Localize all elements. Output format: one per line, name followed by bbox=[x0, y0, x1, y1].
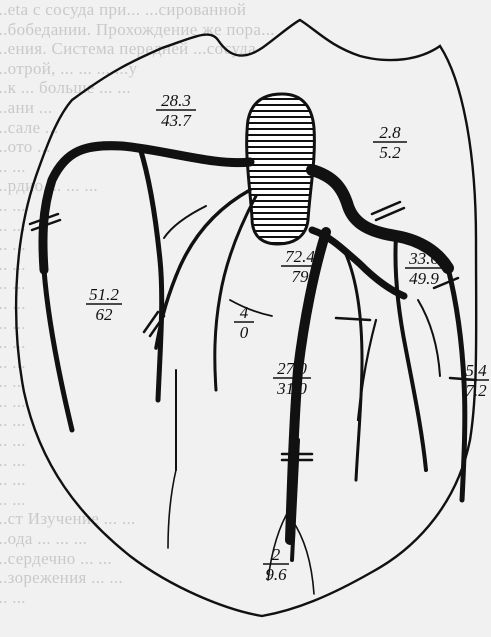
fraction-numerator: 28.3 bbox=[161, 91, 191, 110]
fraction-label-far-right: 5.47.2 bbox=[463, 361, 489, 400]
fraction-label-mid-small: 40 bbox=[234, 303, 254, 342]
fraction-numerator: 5.4 bbox=[465, 361, 487, 380]
fraction-denominator: 5.2 bbox=[379, 143, 401, 162]
fraction-numerator: 4 bbox=[240, 303, 249, 322]
fraction-label-left: 51.262 bbox=[86, 285, 122, 324]
fraction-numerator: 51.2 bbox=[89, 285, 119, 304]
fraction-denominator: 62 bbox=[96, 305, 114, 324]
fraction-label-top-right: 2.85.2 bbox=[373, 123, 407, 162]
right-branch-vessel bbox=[448, 268, 465, 500]
thin-branch-6 bbox=[168, 470, 176, 548]
ligature-center bbox=[336, 318, 370, 320]
fraction-label-top-left: 28.343.7 bbox=[156, 91, 196, 130]
left-side-branch bbox=[140, 148, 162, 400]
fraction-denominator: 9.6 bbox=[265, 565, 287, 584]
fraction-label-right: 33.649.9 bbox=[405, 249, 443, 288]
fraction-numerator: 27.0 bbox=[277, 359, 307, 378]
fraction-numerator: 72.4 bbox=[285, 247, 315, 266]
fraction-numerator: 2 bbox=[272, 545, 281, 564]
fraction-denominator: 79 bbox=[292, 267, 310, 286]
fraction-numerator: 2.8 bbox=[379, 123, 401, 142]
fraction-label-lower-center: 27.031.0 bbox=[273, 359, 311, 398]
fraction-denominator: 7.2 bbox=[465, 381, 487, 400]
aorta-hatched bbox=[247, 94, 315, 244]
fraction-label-bottom: 29.6 bbox=[263, 545, 289, 584]
mid-branch-b bbox=[215, 196, 256, 390]
diagonal-branch bbox=[344, 250, 362, 480]
left-branch-vessel bbox=[44, 270, 72, 430]
fraction-denominator: 49.9 bbox=[409, 269, 439, 288]
thin-branch-2 bbox=[230, 300, 272, 316]
fraction-denominator: 0 bbox=[240, 323, 249, 342]
fraction-denominator: 43.7 bbox=[161, 111, 192, 130]
fraction-numerator: 33.6 bbox=[408, 249, 439, 268]
fraction-denominator: 31.0 bbox=[276, 379, 307, 398]
mid-branch-a bbox=[156, 190, 250, 348]
thin-branch-3 bbox=[418, 300, 440, 376]
